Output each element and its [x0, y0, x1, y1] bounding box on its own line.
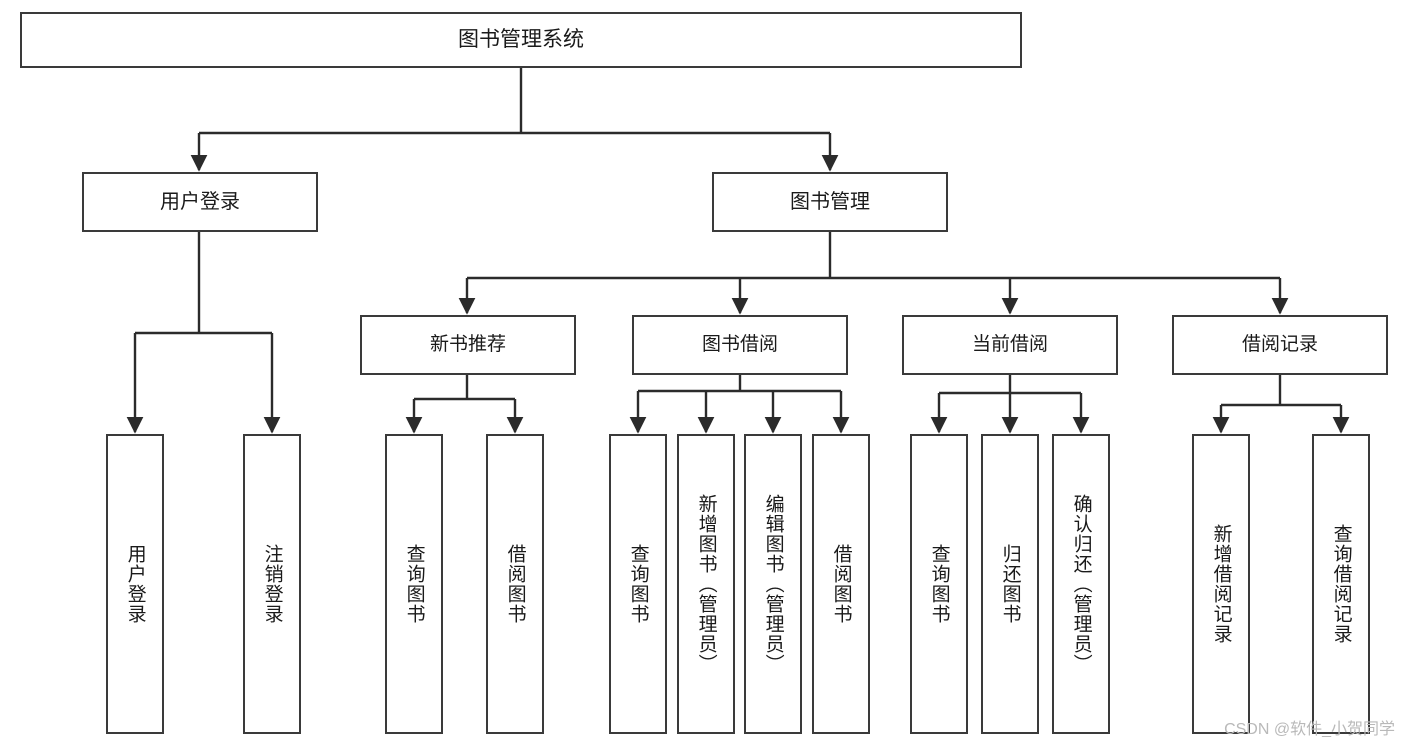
watermark-text: CSDN @软件_小贺同学 [1224, 721, 1395, 738]
node-leaf-add-record[interactable]: 新增借阅记录 [1192, 434, 1250, 734]
node-leaf-user-login[interactable]: 用户登录 [106, 434, 164, 734]
node-leaf-edit-book[interactable]: 编辑图书（管理员） [744, 434, 802, 734]
node-book-borrow-label: 图书借阅 [701, 334, 778, 356]
node-leaf-borrow-book-2[interactable]: 借阅图书 [812, 434, 870, 734]
node-leaf-query-book-3-label: 查询图书 [928, 544, 950, 624]
node-borrow-record[interactable]: 借阅记录 [1172, 315, 1388, 375]
node-leaf-borrow-book-1-label: 借阅图书 [504, 544, 526, 624]
node-leaf-confirm-return[interactable]: 确认归还（管理员） [1052, 434, 1110, 734]
node-leaf-return-book[interactable]: 归还图书 [981, 434, 1039, 734]
node-root-label: 图书管理系统 [458, 28, 584, 52]
node-leaf-add-book[interactable]: 新增图书（管理员） [677, 434, 735, 734]
node-book-borrow[interactable]: 图书借阅 [632, 315, 848, 375]
node-current-borrow[interactable]: 当前借阅 [902, 315, 1118, 375]
node-current-borrow-label: 当前借阅 [971, 334, 1048, 356]
node-leaf-query-book-2[interactable]: 查询图书 [609, 434, 667, 734]
node-new-book-recommend[interactable]: 新书推荐 [360, 315, 576, 375]
node-leaf-edit-book-label: 编辑图书（管理员） [762, 494, 784, 674]
node-root[interactable]: 图书管理系统 [20, 12, 1022, 68]
node-leaf-query-book-1-label: 查询图书 [403, 544, 425, 624]
node-leaf-query-book-1[interactable]: 查询图书 [385, 434, 443, 734]
node-book-manage[interactable]: 图书管理 [712, 172, 948, 232]
node-leaf-confirm-return-label: 确认归还（管理员） [1070, 494, 1092, 674]
node-leaf-query-record[interactable]: 查询借阅记录 [1312, 434, 1370, 734]
node-user-login-label: 用户登录 [160, 190, 240, 213]
node-borrow-record-label: 借阅记录 [1241, 334, 1318, 356]
node-leaf-user-login-label: 用户登录 [124, 544, 146, 624]
node-leaf-borrow-book-2-label: 借阅图书 [830, 544, 852, 624]
node-leaf-borrow-book-1[interactable]: 借阅图书 [486, 434, 544, 734]
node-book-manage-label: 图书管理 [790, 190, 870, 213]
node-new-book-recommend-label: 新书推荐 [429, 334, 506, 356]
node-leaf-add-record-label: 新增借阅记录 [1210, 524, 1232, 644]
node-leaf-user-logout-label: 注销登录 [261, 544, 283, 624]
node-leaf-query-record-label: 查询借阅记录 [1330, 524, 1352, 644]
node-leaf-query-book-3[interactable]: 查询图书 [910, 434, 968, 734]
node-leaf-user-logout[interactable]: 注销登录 [243, 434, 301, 734]
node-leaf-add-book-label: 新增图书（管理员） [695, 494, 717, 674]
node-leaf-return-book-label: 归还图书 [999, 544, 1021, 624]
node-leaf-query-book-2-label: 查询图书 [627, 544, 649, 624]
node-user-login[interactable]: 用户登录 [82, 172, 318, 232]
